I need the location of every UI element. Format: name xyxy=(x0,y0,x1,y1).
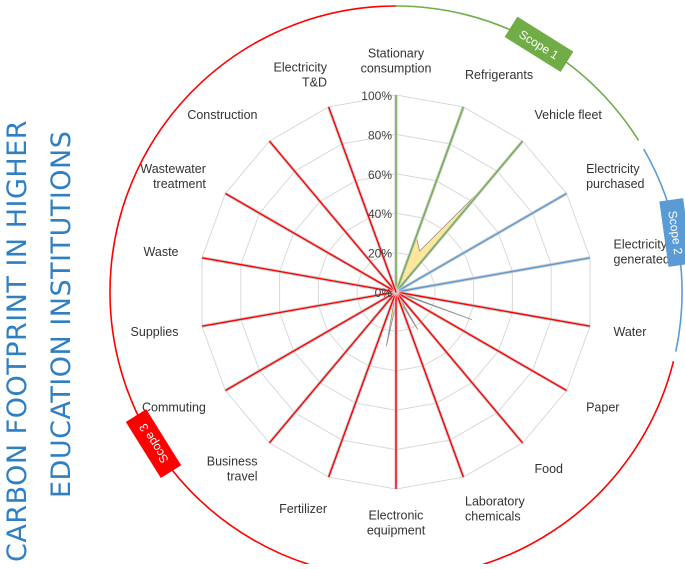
tick-label: 0% xyxy=(375,286,393,300)
spoke-line xyxy=(395,291,591,327)
spoke-line xyxy=(327,106,397,293)
scope2-badge-bg xyxy=(659,198,685,267)
scope3-badge-bg xyxy=(125,409,182,478)
category-label: Electricity xyxy=(614,237,668,251)
category-label: Wastewater xyxy=(140,162,206,176)
spoke-line xyxy=(268,291,397,444)
tick-label: 60% xyxy=(368,168,392,182)
category-label: Stationary xyxy=(368,47,425,61)
category-label: chemicals xyxy=(465,510,521,524)
category-label: Laboratory xyxy=(465,495,526,509)
spoke-line xyxy=(268,140,397,293)
category-label: T&D xyxy=(302,75,327,89)
spoke-line xyxy=(225,291,397,392)
category-label: Electricity xyxy=(274,60,328,74)
tick-label: 40% xyxy=(368,207,392,221)
chart-title-line-2: EDUCATION INSTITUTIONS xyxy=(46,130,77,498)
spoke-line xyxy=(395,257,591,293)
tick-label: 80% xyxy=(368,128,392,142)
category-label: Construction xyxy=(187,108,257,122)
scope1-badge-bg xyxy=(504,16,574,72)
chart-title-line-1: CARBON FOOTPRINT IN HIGHER xyxy=(2,119,33,562)
tick-label: 20% xyxy=(368,247,392,261)
category-label: Paper xyxy=(586,401,619,415)
scope3-badge: Scope 3 xyxy=(125,409,182,478)
spoke-line xyxy=(395,106,465,293)
category-label: Vehicle fleet xyxy=(535,108,603,122)
spoke-line xyxy=(327,291,397,478)
spoke-line xyxy=(395,291,465,478)
category-label: travel xyxy=(227,470,258,484)
scope1-badge: Scope 1 xyxy=(504,16,574,72)
category-label: Fertilizer xyxy=(279,502,327,516)
category-label: generated xyxy=(614,252,670,266)
scope2-badge: Scope 2 xyxy=(659,198,685,267)
spoke-line xyxy=(395,291,524,444)
category-label: Business xyxy=(207,455,258,469)
category-label: equipment xyxy=(367,524,426,538)
spoke-line xyxy=(395,140,524,293)
category-label: Electronic xyxy=(369,509,424,523)
category-label: purchased xyxy=(586,177,644,191)
category-label: Water xyxy=(614,325,647,339)
spoke-line xyxy=(395,291,567,392)
category-label: Food xyxy=(535,462,564,476)
spoke-line xyxy=(201,257,397,293)
category-label: Waste xyxy=(144,245,179,259)
category-label: consumption xyxy=(361,62,432,76)
category-label: Refrigerants xyxy=(465,68,533,82)
category-label: Commuting xyxy=(142,401,206,415)
spoke-line xyxy=(225,192,397,293)
category-label: treatment xyxy=(153,177,206,191)
spoke-line xyxy=(201,291,397,327)
scope2-badge-label: Scope 2 xyxy=(665,210,685,256)
category-label: Electricity xyxy=(586,162,640,176)
category-label: Supplies xyxy=(131,325,179,339)
spoke-line xyxy=(395,192,567,293)
tick-label: 100% xyxy=(361,89,392,103)
